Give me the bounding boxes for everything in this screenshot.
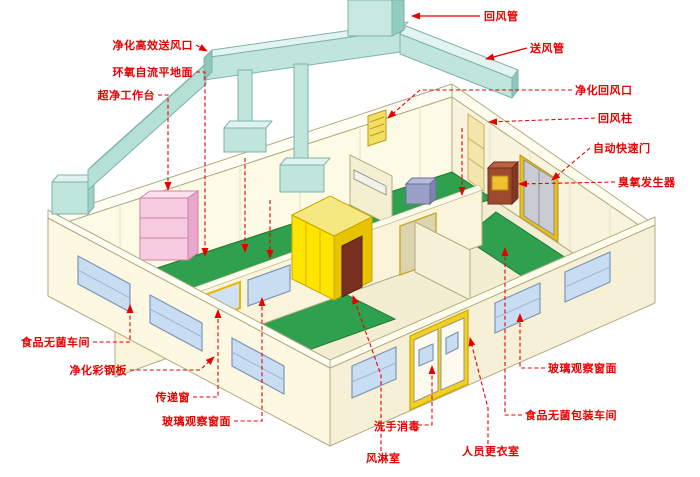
return-air-grille-slats: [369, 116, 385, 137]
leader-return-column: [488, 117, 596, 126]
glass-observation-window-left: [247, 264, 291, 307]
window-front-left-3-sash: [231, 351, 285, 381]
duct-drop-2: [293, 63, 309, 169]
glass-observation-window-right-1-sash: [494, 297, 541, 319]
leader-glass-window-right: [516, 313, 545, 369]
label-return-duct: 回风管: [484, 9, 519, 23]
label-clean-bench: 超净工作台: [97, 88, 156, 102]
leader-glass-window-left: [234, 297, 266, 422]
glass-observation-window-right-2-sash: [564, 266, 611, 288]
back-walls: [47, 83, 656, 301]
leader-hand-wash: [418, 365, 436, 426]
equipment: [138, 160, 520, 261]
leader-color-steel-panel: [130, 356, 215, 371]
leader-transfer-window: [193, 309, 222, 398]
leader-hepa-supply-outlet: [195, 44, 208, 52]
diffuser-1-top: [223, 120, 273, 129]
duct-system: [51, 0, 519, 215]
diffuser-2-front: [279, 164, 325, 193]
double-door-window-left: [418, 343, 434, 367]
window-front-left-2-sash: [149, 308, 203, 338]
ozone-generator-panel: [491, 175, 509, 191]
return-duct-riser-front: [347, 0, 393, 37]
leader-purified-return-outlet: [387, 89, 572, 119]
air-shower-door: [341, 235, 363, 298]
label-transfer-window: 传递窗: [155, 390, 191, 404]
leader-packaging-workshop: [501, 247, 522, 416]
front-walls: [47, 209, 656, 447]
diffuser-1-front: [223, 127, 267, 153]
label-sterile-workshop: 食品无菌车间: [21, 335, 90, 349]
leader-clean-bench: [158, 94, 172, 191]
label-packaging-workshop: 食品无菌包装车间: [525, 408, 617, 422]
diffuser-2-top: [279, 157, 331, 166]
leader-supply-duct: [485, 47, 528, 61]
window-front-left-1-sash: [77, 269, 131, 299]
label-auto-rapid-door: 自动快速门: [593, 141, 651, 155]
window-front-right-1-sash: [351, 362, 397, 383]
label-air-shower-room: 风淋室: [366, 451, 401, 465]
leader-sterile-workshop: [93, 304, 134, 343]
label-hepa-supply-outlet: 净化高效送风口: [113, 38, 194, 52]
return-air-grille: [367, 109, 387, 147]
leader-epoxy-floor: [196, 71, 209, 257]
label-supply-duct: 送风管: [529, 41, 565, 55]
clean-bench-front: [139, 197, 189, 261]
rim-front-right: [329, 216, 656, 369]
duct-branch-left-front: [87, 63, 207, 191]
leader-ozone-generator: [518, 180, 616, 188]
corner-duct-box-front: [51, 181, 89, 215]
leader-auto-rapid-door: [551, 147, 591, 181]
air-shower-panel-lines: [305, 222, 321, 293]
label-glass-window-left: 玻璃观察窗面: [162, 414, 231, 428]
clean-bench-shelves: [140, 217, 188, 239]
supply-duct-end-cap: [203, 49, 213, 81]
label-glass-window-right: 玻璃观察窗面: [548, 361, 617, 375]
double-door-leaf-left: [413, 328, 439, 403]
label-hand-wash: 洗手消毒: [374, 419, 420, 433]
return-air-column-slots: [467, 137, 485, 170]
air-shower-unit: [290, 195, 374, 301]
label-purified-return-outlet: 净化回风口: [575, 83, 633, 97]
label-epoxy-floor: 环氧自流平地面: [113, 65, 194, 79]
wall-mounted-fixture: [353, 169, 387, 196]
return-duct-riser-side: [391, 0, 405, 37]
label-color-steel-panel: 净化彩钢板: [70, 363, 128, 377]
label-ozone-generator: 臭氧发生器: [618, 175, 676, 189]
leader-air-shower: [352, 295, 382, 451]
double-door-window-right: [445, 331, 459, 355]
ozone-generator-side: [511, 160, 519, 206]
label-changing-room: 人员更衣室: [462, 444, 520, 458]
clean-bench-side: [187, 190, 199, 261]
equipment-box-front: [405, 183, 431, 205]
label-return-column: 回风柱: [598, 111, 633, 125]
leader-changing-room: [468, 337, 489, 444]
double-door-leaf-right: [440, 317, 465, 391]
annotations: 净化高效送风口 环氧自流平地面 超净工作台 食品无菌车间 净化彩钢板 传递窗 玻…: [21, 9, 676, 465]
return-air-column: [467, 113, 485, 192]
